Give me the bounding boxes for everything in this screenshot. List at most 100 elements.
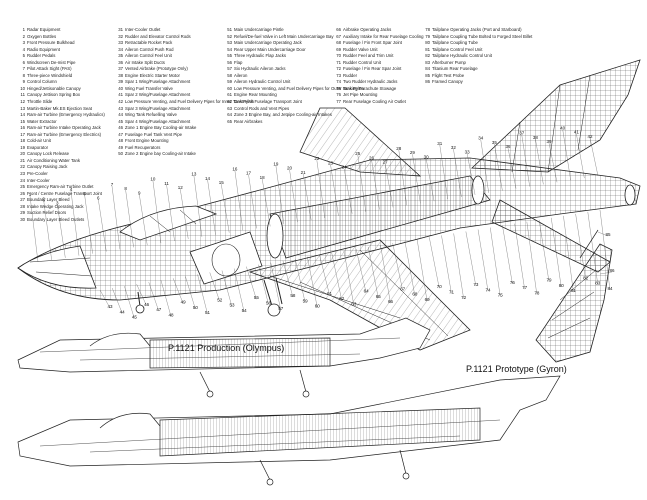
legend-number: 13: [20, 105, 25, 111]
callout-number: 2: [42, 196, 45, 201]
callout-number: 63: [351, 301, 357, 306]
legend-text: Airbrake Operating Jacks: [343, 27, 392, 32]
canopy: [119, 205, 218, 241]
callout-number: 24: [342, 165, 348, 170]
callout-number: 15: [219, 180, 225, 185]
leader-line: [209, 272, 220, 302]
legend-number: 38: [118, 72, 123, 78]
leader-line: [307, 256, 318, 308]
leader-line: [124, 286, 135, 319]
legend-number: 55: [227, 53, 232, 59]
legend-text: Boundary Layer Bleed Outlets: [27, 216, 85, 222]
leader-line: [548, 143, 558, 183]
callout-number: 77: [522, 285, 528, 290]
legend-number: 54: [227, 46, 232, 52]
legend-number: 75: [336, 85, 341, 91]
callout-number: 61: [327, 291, 333, 296]
callout-number: 52: [217, 297, 223, 302]
callout-number: 28: [396, 146, 402, 151]
callout-number: 17: [246, 171, 252, 176]
legend-text: Spar 1 Wing/Fuselage Attachment: [125, 79, 191, 85]
leader-line: [535, 138, 544, 185]
leader-line: [193, 175, 203, 237]
legend-number: 82: [425, 53, 430, 59]
legend-text: Boundary Layer Bleed: [27, 197, 70, 203]
leader-line: [125, 190, 134, 248]
callout-number: 47: [156, 307, 162, 312]
callout-number: 67: [400, 286, 406, 291]
prototype-caption: P.1121 Prototype (Gyron): [466, 364, 567, 374]
legend-text: Fuselage / Fin Front Spar Joint: [343, 40, 402, 46]
legend-number: 21: [20, 157, 25, 163]
leader-line: [343, 250, 355, 306]
callout-number: 48: [168, 312, 174, 317]
legend-text: Jet Pipe Mounting: [343, 92, 378, 98]
nose-cone: [17, 245, 97, 289]
leader-line: [330, 164, 339, 216]
prototype-probe: [579, 229, 599, 259]
callout-number: 53: [229, 303, 235, 308]
legend-text: Titanium Rear Fuselage: [432, 66, 478, 72]
callout-number: 23: [328, 160, 334, 165]
legend-number: 45: [118, 118, 123, 124]
callout-number: 11: [164, 181, 169, 186]
legend-text: Rudder Feel and Trim Unit: [343, 53, 394, 59]
leader-line: [576, 133, 585, 179]
legend-text: Spar 4 Wing/Fuselage Attachment: [125, 118, 191, 124]
legend-number: 11: [20, 92, 25, 98]
legend-number: 22: [20, 164, 25, 170]
callout-number: 37: [519, 131, 525, 136]
legend-text: Refuel/De-fuel Valve in Left Main Underc…: [234, 33, 334, 39]
legend-number: 72: [336, 66, 341, 72]
legend-number: 69: [336, 46, 341, 52]
legend-text: Aileron Hydraulic Control Unit: [234, 79, 291, 85]
legend-number: 36: [118, 59, 123, 65]
legend-number: 74: [336, 79, 341, 85]
legend-number: 85: [425, 72, 430, 78]
legend-text: Windscreen De-mist Pipe: [27, 59, 76, 65]
callout-number: 13: [191, 172, 197, 177]
legend-text: Ram-air Turbine (Emergency Electrics): [27, 131, 102, 137]
legend-text: Braking Parachute Stowage: [343, 85, 397, 91]
legend-text: Inter-Cooler: [27, 177, 50, 183]
leader-line: [246, 266, 257, 300]
legend-number: 70: [336, 53, 341, 59]
callout-number: 50: [193, 305, 199, 310]
legend-number: 34: [118, 46, 123, 52]
leader-line: [412, 154, 421, 204]
callout-number: 38: [533, 135, 539, 140]
leader-line: [289, 169, 298, 223]
legend-number: 66: [336, 27, 341, 32]
legend-text: Front Engine Mounting: [125, 138, 169, 144]
legend-number: 10: [20, 85, 25, 91]
legend-number: 71: [336, 59, 341, 65]
legend-number: 24: [20, 177, 25, 183]
legend-text: Rudder: [343, 72, 358, 78]
legend-number: 40: [118, 85, 123, 91]
legend-number: 49: [118, 144, 123, 150]
leader-line: [57, 204, 66, 258]
legend-text: Centre/Aft Fuselage Transport Joint: [234, 99, 302, 105]
